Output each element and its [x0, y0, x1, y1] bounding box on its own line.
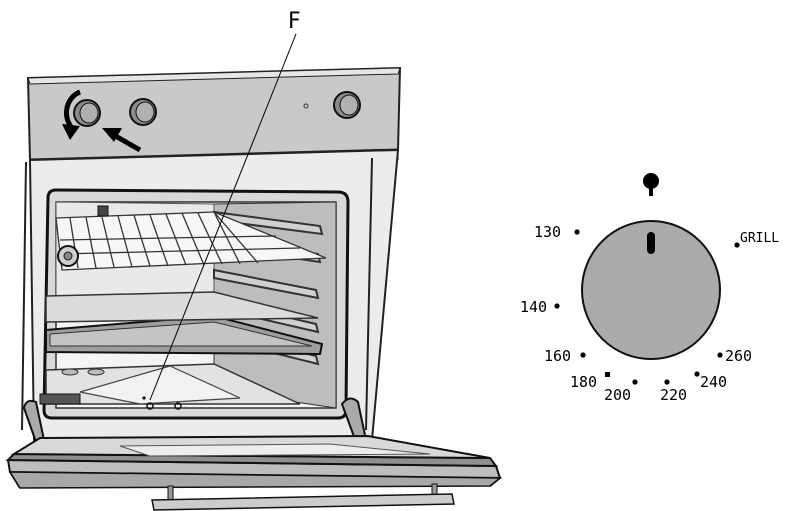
cavity-floor	[39, 363, 301, 410]
oven-body	[21, 148, 400, 444]
door-hinges	[22, 397, 368, 444]
control-panel	[26, 66, 402, 162]
mark-200: 200	[604, 386, 631, 404]
rotate-arrow-icon	[62, 89, 82, 140]
push-arrow-icon	[102, 128, 142, 153]
mark-240: 240	[700, 373, 727, 391]
door-handle	[151, 483, 455, 511]
oven-lamp	[57, 245, 79, 267]
mark-220: 220	[660, 386, 687, 404]
mark-grill: GRILL	[740, 231, 779, 246]
off-dot-icon	[643, 173, 659, 196]
middle-knob	[129, 98, 157, 126]
oven-illustration: F	[5, 9, 503, 511]
callout-f-label: F	[288, 9, 301, 34]
dial-knob	[581, 220, 721, 360]
temperature-dial: 130 140 160 180 200 220 240 260 GRILL	[520, 173, 779, 404]
right-knob	[333, 91, 361, 119]
oven-door	[5, 434, 503, 511]
indicator-light	[303, 103, 309, 109]
scale-dots	[554, 229, 740, 385]
mark-180: 180	[570, 373, 597, 391]
left-knob	[73, 99, 101, 127]
mark-160: 160	[544, 347, 571, 365]
mark-140: 140	[520, 298, 547, 316]
mark-130: 130	[534, 223, 561, 241]
mark-260: 260	[725, 347, 752, 365]
callout-f: F	[149, 9, 301, 401]
dial-pointer	[647, 232, 655, 254]
